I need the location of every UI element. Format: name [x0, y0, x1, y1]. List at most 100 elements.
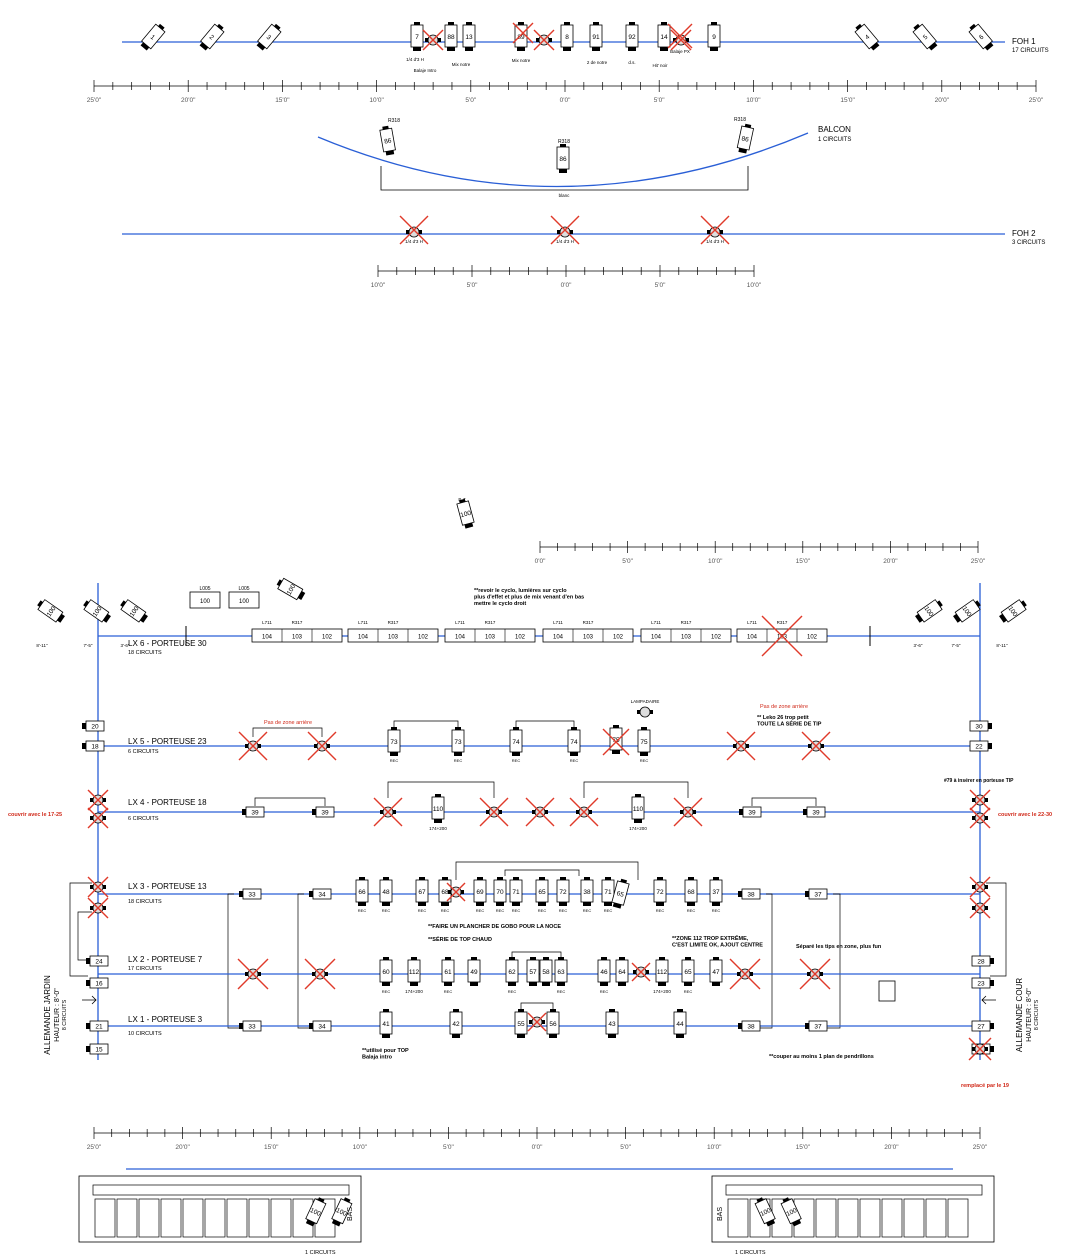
cyc-unit[interactable] [228, 591, 260, 609]
lx1-side-fixture[interactable]: 15 [86, 1043, 109, 1055]
lx5-fixture[interactable]: 75 [637, 727, 651, 756]
lx1-fixture[interactable]: 41 [379, 1009, 393, 1038]
foh1-angled-fixture[interactable]: 4 [853, 22, 881, 52]
foh1-fixture[interactable]: 91 [589, 22, 603, 51]
lx3-side-fixture[interactable]: 37 [805, 888, 828, 900]
lx6-side-fixture[interactable]: 100 [914, 598, 945, 624]
foh1-fixture[interactable]: 89 [514, 22, 528, 51]
lx2-fixture[interactable]: 60 [379, 957, 393, 986]
lx2-fixture[interactable]: 112 [655, 957, 669, 986]
foh1-fixture[interactable]: 14 [657, 22, 671, 51]
foh2-par[interactable] [406, 226, 422, 238]
lx1-fixture[interactable]: 43 [605, 1009, 619, 1038]
lx3-fixture[interactable]: 71 [509, 877, 523, 906]
lx3-side-fixture[interactable]: 34 [309, 888, 332, 900]
bottom-fixture[interactable]: 100 [304, 1196, 327, 1227]
floor-fixture[interactable]: 100 [456, 498, 475, 529]
lx1-side-fixture[interactable]: 38 [738, 1020, 761, 1032]
lx3-fixture[interactable]: 66 [355, 877, 369, 906]
lx3-fixture[interactable]: 72 [556, 877, 570, 906]
balcon-fixture[interactable]: 86 [556, 144, 570, 173]
lx2-fixture[interactable]: 61 [441, 957, 455, 986]
lx3-fixture[interactable]: 69 [473, 877, 487, 906]
lx1-side-fixture[interactable]: 34 [309, 1020, 332, 1032]
lx5-fixture[interactable]: 73 [451, 727, 465, 756]
cyc-strip[interactable] [542, 628, 634, 643]
lx6-side-fixture[interactable]: 100 [952, 598, 983, 624]
lx2-fixture[interactable]: 57 [526, 957, 540, 986]
foh1-fixture[interactable]: 92 [625, 22, 639, 51]
foh1-angled-fixture[interactable]: 2 [198, 22, 226, 52]
lx4-side-fixture[interactable]: 39 [803, 806, 826, 818]
foh1-angled-fixture[interactable]: 3 [255, 22, 283, 52]
lx1-fixture[interactable]: 56 [546, 1009, 560, 1038]
lx5-fixture[interactable]: 73 [387, 727, 401, 756]
balcon-fixture[interactable]: 86 [379, 125, 396, 156]
lx6-side-fixture[interactable]: 100 [118, 598, 149, 624]
lx5-side-fixture[interactable]: 20 [82, 720, 105, 732]
cyc-strip[interactable] [444, 628, 536, 643]
lx1-fixture[interactable]: 42 [449, 1009, 463, 1038]
foh1-angled-fixture[interactable]: 6 [967, 22, 995, 52]
cyc-fixture[interactable]: 100 [275, 577, 306, 602]
bottom-fixture[interactable]: 100 [330, 1196, 353, 1227]
foh2-par[interactable] [707, 226, 723, 238]
lx1-fixture[interactable]: 55 [514, 1009, 528, 1038]
lx2-fixture[interactable]: 112 [407, 957, 421, 986]
foh1-angled-fixture[interactable]: 1 [139, 22, 167, 52]
lx3-fixture[interactable]: 71 [601, 877, 615, 906]
lx4-side-fixture[interactable]: 39 [739, 806, 762, 818]
lx4-side-fixture[interactable]: 39 [242, 806, 265, 818]
lx3-fixture[interactable]: 67 [415, 877, 429, 906]
foh1-fixture[interactable]: 7 [410, 22, 424, 51]
lx2-fixture[interactable]: 64 [615, 957, 629, 986]
lx2-fixture[interactable]: 63 [554, 957, 568, 986]
lx1-side-fixture[interactable]: 37 [805, 1020, 828, 1032]
lx4-fixture[interactable]: 110 [431, 794, 445, 823]
lx5-side-fixture[interactable]: 22 [969, 740, 992, 752]
foh1-fixture[interactable]: 13 [462, 22, 476, 51]
cyc-unit[interactable] [189, 591, 221, 609]
lx5-fixture[interactable]: 75 [609, 725, 623, 754]
lx3-side-fixture[interactable]: 38 [738, 888, 761, 900]
balcon-fixture[interactable]: 86 [736, 123, 755, 154]
lx6-side-fixture[interactable]: 100 [998, 598, 1029, 624]
lampadaire-fixture[interactable] [637, 706, 653, 718]
lx2-fixture[interactable]: 49 [467, 957, 481, 986]
lx3-fixture[interactable]: 68 [438, 877, 452, 906]
lx5-side-fixture[interactable]: 18 [82, 740, 105, 752]
lx2-side-fixture[interactable]: 28 [971, 955, 994, 967]
lx1-side-fixture[interactable]: 27 [971, 1020, 994, 1032]
lx3-fixture[interactable]: 68 [684, 877, 698, 906]
lx2-fixture[interactable]: 46 [597, 957, 611, 986]
lx3-fixture[interactable]: 37 [709, 877, 723, 906]
lx2-side-fixture[interactable]: 16 [86, 977, 109, 989]
lx3-fixture[interactable]: 38 [580, 877, 594, 906]
lx6-side-fixture[interactable]: 100 [35, 598, 66, 624]
foh1-angled-fixture[interactable]: 5 [911, 22, 939, 52]
lx3-fixture[interactable]: 72 [653, 877, 667, 906]
lx4-side-fixture[interactable]: 39 [312, 806, 335, 818]
foh2-par[interactable] [557, 226, 573, 238]
lx5-fixture[interactable]: 74 [567, 727, 581, 756]
lx5-side-fixture[interactable]: 30 [969, 720, 992, 732]
lx2-fixture[interactable]: 47 [709, 957, 723, 986]
cyc-strip[interactable] [347, 628, 439, 643]
lx2-fixture[interactable]: 58 [539, 957, 553, 986]
bottom-fixture[interactable]: 100 [780, 1196, 803, 1227]
cyc-strip[interactable] [251, 628, 343, 643]
lx2-fixture[interactable]: 65 [681, 957, 695, 986]
lx1-fixture[interactable]: 44 [673, 1009, 687, 1038]
lx6-side-fixture[interactable]: 100 [81, 598, 112, 624]
lx1-side-fixture[interactable]: 21 [86, 1020, 109, 1032]
lx4-fixture[interactable]: 110 [631, 794, 645, 823]
bottom-fixture[interactable]: 100 [754, 1196, 777, 1227]
lx3-fixture[interactable]: 48 [379, 877, 393, 906]
lx3-fixture[interactable]: 70 [493, 877, 507, 906]
foh1-fixture[interactable]: 8 [560, 22, 574, 51]
lx3-fixture[interactable]: 65 [535, 877, 549, 906]
lx1-side-fixture[interactable]: 33 [239, 1020, 262, 1032]
foh1-fixture[interactable]: 88 [444, 22, 458, 51]
lx2-side-fixture[interactable]: 23 [971, 977, 994, 989]
lx2-side-fixture[interactable]: 24 [86, 955, 109, 967]
